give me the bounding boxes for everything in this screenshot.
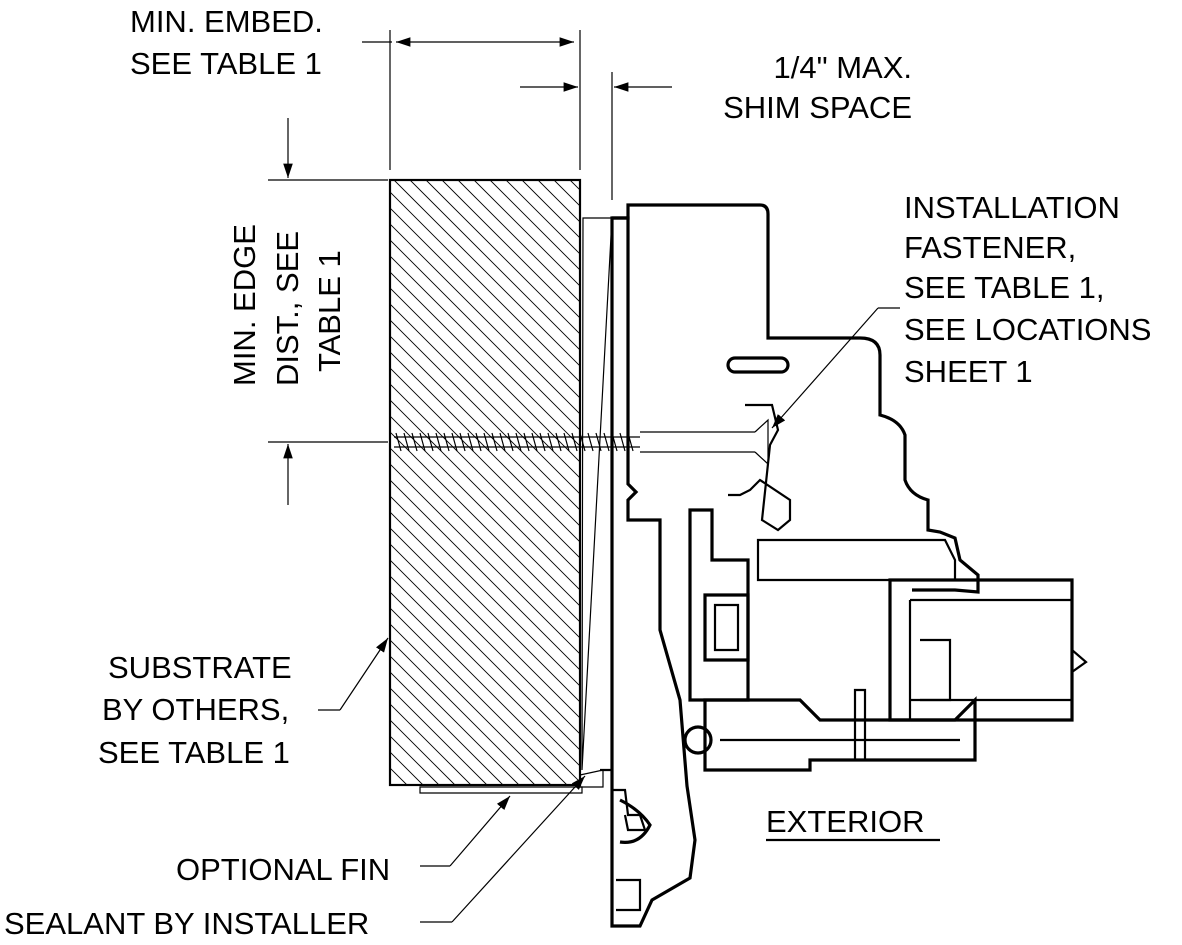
min-embed-line-2: SEE TABLE 1 <box>130 46 322 81</box>
min-edge-line-1: MIN. EDGE <box>227 224 262 386</box>
fastener-line-5: SHEET 1 <box>904 354 1033 389</box>
label-min-edge: MIN. EDGE DIST., SEE TABLE 1 <box>227 224 347 386</box>
fastener-line-1: INSTALLATION <box>904 190 1120 225</box>
fastener-line-4: SEE LOCATIONS <box>904 312 1152 347</box>
leader-sealant <box>420 775 586 923</box>
leader-fastener <box>771 307 900 429</box>
label-shim-space: 1/4" MAX. SHIM SPACE <box>723 50 912 125</box>
leader-optional-fin <box>420 795 511 867</box>
shim-space-line-2: SHIM SPACE <box>723 90 912 125</box>
leader-substrate <box>318 637 389 711</box>
label-sealant: SEALANT BY INSTALLER <box>4 906 369 941</box>
min-edge-dimension <box>268 118 388 505</box>
label-substrate: SUBSTRATE BY OTHERS, SEE TABLE 1 <box>98 650 292 770</box>
installation-fastener <box>394 418 769 466</box>
substrate-line-1: SUBSTRATE <box>108 650 292 685</box>
fastener-line-3: SEE TABLE 1, <box>904 270 1104 305</box>
substrate-block <box>388 178 582 787</box>
min-edge-line-3: TABLE 1 <box>312 250 347 372</box>
optional-fin <box>419 769 604 794</box>
substrate-line-2: BY OTHERS, <box>102 692 289 727</box>
min-embed-dimension <box>362 30 581 170</box>
min-edge-line-2: DIST., SEE <box>270 231 305 386</box>
label-min-embed: MIN. EMBED. SEE TABLE 1 <box>130 4 323 81</box>
label-installation-fastener: INSTALLATION FASTENER, SEE TABLE 1, SEE … <box>904 190 1152 389</box>
fastener-line-2: FASTENER, <box>904 230 1076 265</box>
shim-space-line-1: 1/4" MAX. <box>773 50 912 85</box>
label-exterior: EXTERIOR <box>766 804 924 839</box>
label-optional-fin: OPTIONAL FIN <box>176 852 390 887</box>
shim-space-dimension <box>520 72 672 200</box>
substrate-line-3: SEE TABLE 1 <box>98 735 290 770</box>
min-embed-line-1: MIN. EMBED. <box>130 4 323 39</box>
